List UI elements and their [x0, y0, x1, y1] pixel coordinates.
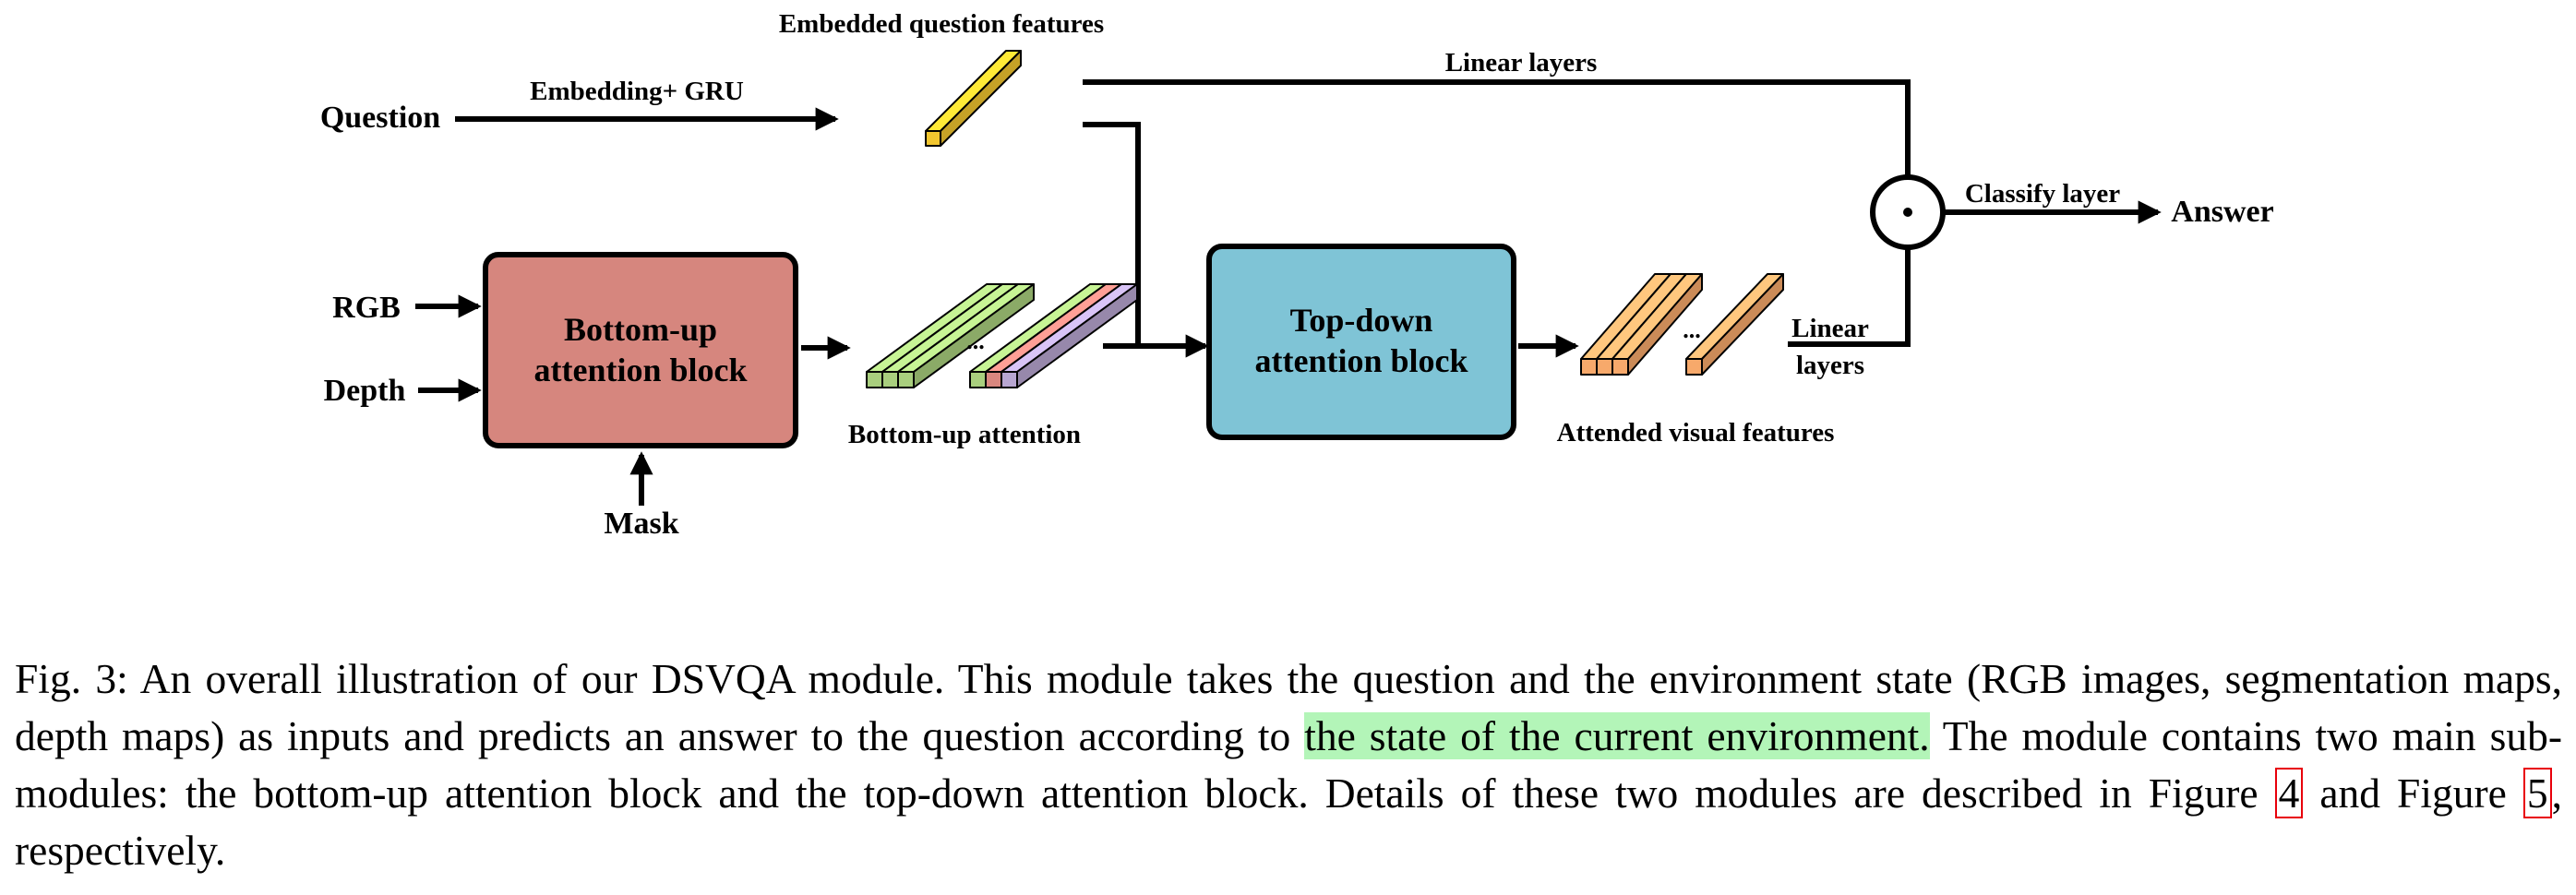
depth-label: Depth — [324, 374, 406, 408]
embedding-gru-label: Embedding+ GRU — [530, 77, 744, 106]
mask-label: Mask — [604, 507, 678, 541]
attended-feature-stack-a — [1580, 273, 1703, 376]
caption-text-4: , respectively. — [15, 770, 2562, 874]
dsvqa-diagram: Embedded question features Embedding+ GR… — [320, 9, 2274, 541]
caption-text-2: The module contains two main sub-modules… — [15, 712, 2562, 817]
embedded-question-features-label: Embedded question features — [779, 9, 1104, 39]
linear-layers-right-line — [1788, 249, 1911, 347]
linear-layers-right-label-line2: layers — [1796, 351, 1864, 380]
figure-4-link[interactable]: 4 — [2274, 768, 2304, 818]
embedded-question-feature-bar — [925, 50, 1022, 147]
figure-5-link[interactable]: 5 — [2522, 768, 2552, 818]
attended-ellipsis: ... — [1683, 316, 1701, 343]
linear-layers-right-label-line1: Linear — [1791, 314, 1869, 343]
attended-visual-features-label: Attended visual features — [1557, 418, 1835, 448]
linear-layers-top-line — [1083, 79, 1911, 176]
classify-layer-label: Classify layer — [1965, 179, 2120, 209]
bottom-up-feature-stack-b — [969, 283, 1138, 388]
bottom-up-attention-block — [483, 252, 798, 448]
top-down-block-title-line2: attention block — [1254, 342, 1468, 379]
caption-text-3: and Figure — [2303, 770, 2523, 817]
top-down-attention-block — [1206, 244, 1516, 440]
top-down-block-title-line1: Top-down — [1290, 302, 1433, 339]
caption-highlight: the state of the current environment. — [1304, 712, 1930, 759]
bottom-up-block-title-line1: Bottom-up — [564, 311, 717, 348]
question-label: Question — [320, 101, 440, 135]
classify-dot-icon — [1903, 208, 1912, 217]
figure-caption: Fig. 3: An overall illustration of our D… — [15, 650, 2562, 879]
attended-feature-bar-b — [1685, 273, 1784, 376]
bottom-up-attention-label: Bottom-up attention — [848, 420, 1081, 449]
bottom-up-ellipsis: ... — [966, 328, 985, 354]
answer-label: Answer — [2171, 195, 2273, 229]
bottom-up-block-title-line2: attention block — [533, 352, 747, 388]
rgb-label: RGB — [332, 291, 401, 325]
question-to-topdown-arrow — [1083, 122, 1209, 358]
linear-layers-top-label: Linear layers — [1445, 48, 1598, 78]
bottom-up-feature-stack-a — [866, 283, 1035, 388]
caption-text-1: Fig. 3: An overall illustration of our D… — [15, 655, 2562, 759]
